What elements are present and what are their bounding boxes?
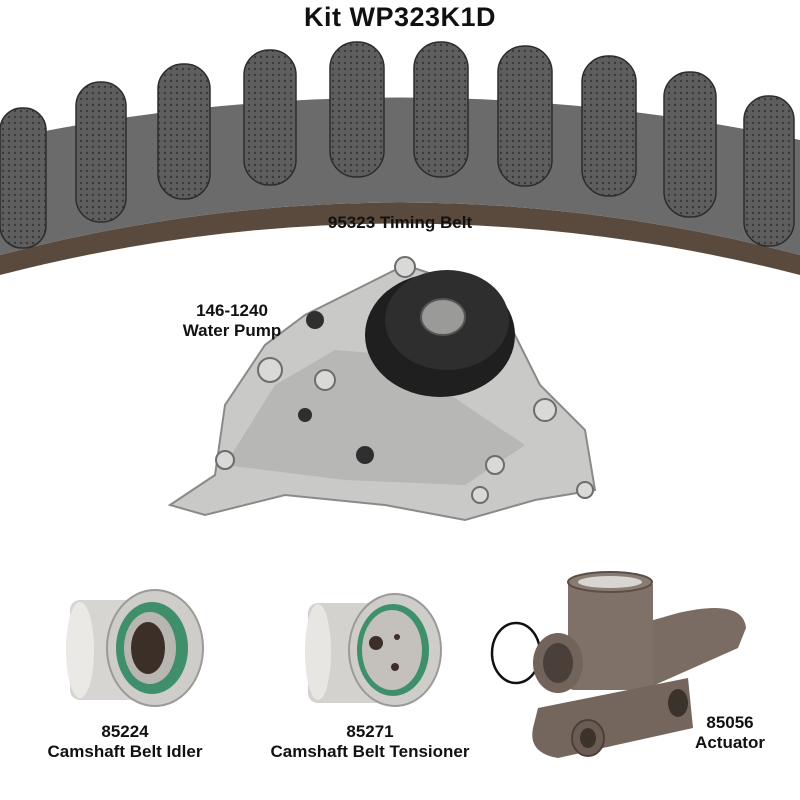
water-pump-name: Water Pump xyxy=(182,320,282,340)
tensioner-image xyxy=(305,593,442,707)
water-pump-image xyxy=(167,256,597,522)
actuator-label: 85056 Actuator xyxy=(670,713,790,752)
tensioner-label: 85271 Camshaft Belt Tensioner xyxy=(250,722,490,761)
water-pump-label: 146-1240 Water Pump xyxy=(162,301,302,340)
tensioner-name: Camshaft Belt Tensioner xyxy=(270,741,470,761)
actuator-name: Actuator xyxy=(695,732,765,752)
idler-name: Camshaft Belt Idler xyxy=(47,741,203,761)
kit-title: Kit WP323K1D xyxy=(303,2,497,32)
water-pump-number: 146-1240 xyxy=(196,301,268,320)
idler-label: 85224 Camshaft Belt Idler xyxy=(25,722,225,761)
actuator-image xyxy=(490,571,746,758)
timing-belt-label: 95323 Timing Belt xyxy=(327,213,473,232)
tensioner-number: 85271 xyxy=(346,722,394,741)
idler-number: 85224 xyxy=(101,722,149,741)
actuator-number: 85056 xyxy=(706,713,754,732)
idler-image xyxy=(66,589,204,707)
timing-belt-image xyxy=(0,41,800,275)
